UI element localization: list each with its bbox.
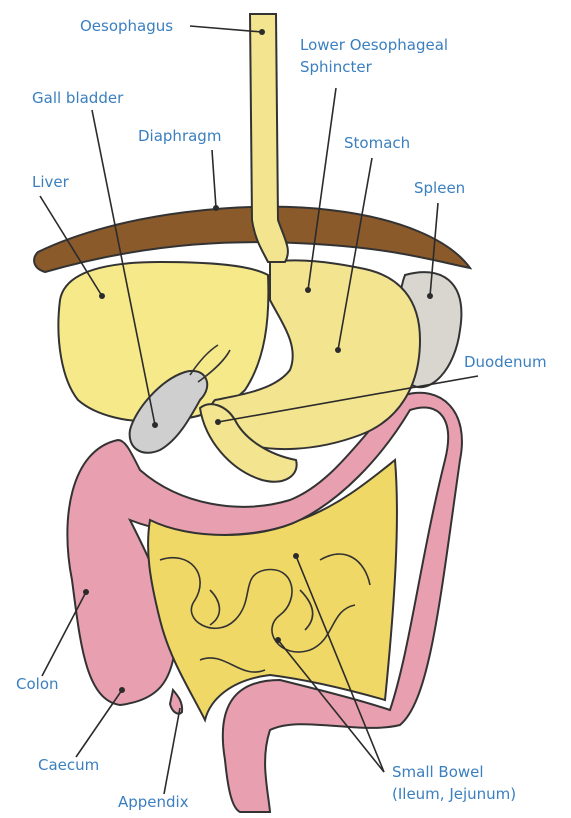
- dot-oesophagus: [259, 29, 265, 35]
- dot-gall-bladder: [152, 422, 158, 428]
- leader-caecum: [76, 690, 122, 757]
- dot-diaphragm: [213, 205, 219, 211]
- leader-diaphragm: [212, 150, 216, 208]
- label-spleen: Spleen: [414, 178, 465, 198]
- leader-lower-sphincter: [308, 88, 336, 290]
- label-caecum: Caecum: [38, 755, 99, 775]
- dot-stomach: [335, 347, 341, 353]
- dot-lower-sphincter: [305, 287, 311, 293]
- label-appendix: Appendix: [118, 792, 189, 812]
- label-liver: Liver: [32, 172, 69, 192]
- dot-small-bowel-2: [275, 637, 281, 643]
- dot-small-bowel-1: [293, 553, 299, 559]
- label-small-bowel-line1: Small Bowel: [392, 762, 484, 782]
- label-small-bowel-line2: (Ileum, Jejunum): [392, 784, 516, 804]
- label-diaphragm: Diaphragm: [138, 126, 221, 146]
- dot-liver: [99, 293, 105, 299]
- label-duodenum: Duodenum: [464, 352, 547, 372]
- leader-appendix: [164, 708, 180, 794]
- label-stomach: Stomach: [344, 133, 410, 153]
- dot-duodenum: [215, 419, 221, 425]
- label-lower-sphincter-line1: Lower Oesophageal: [300, 35, 448, 55]
- dot-spleen: [427, 293, 433, 299]
- label-colon: Colon: [16, 674, 59, 694]
- dot-caecum: [119, 687, 125, 693]
- label-gall-bladder: Gall bladder: [32, 88, 123, 108]
- dot-colon: [83, 589, 89, 595]
- label-lower-sphincter-line2: Sphincter: [300, 57, 372, 77]
- label-oesophagus: Oesophagus: [80, 16, 173, 36]
